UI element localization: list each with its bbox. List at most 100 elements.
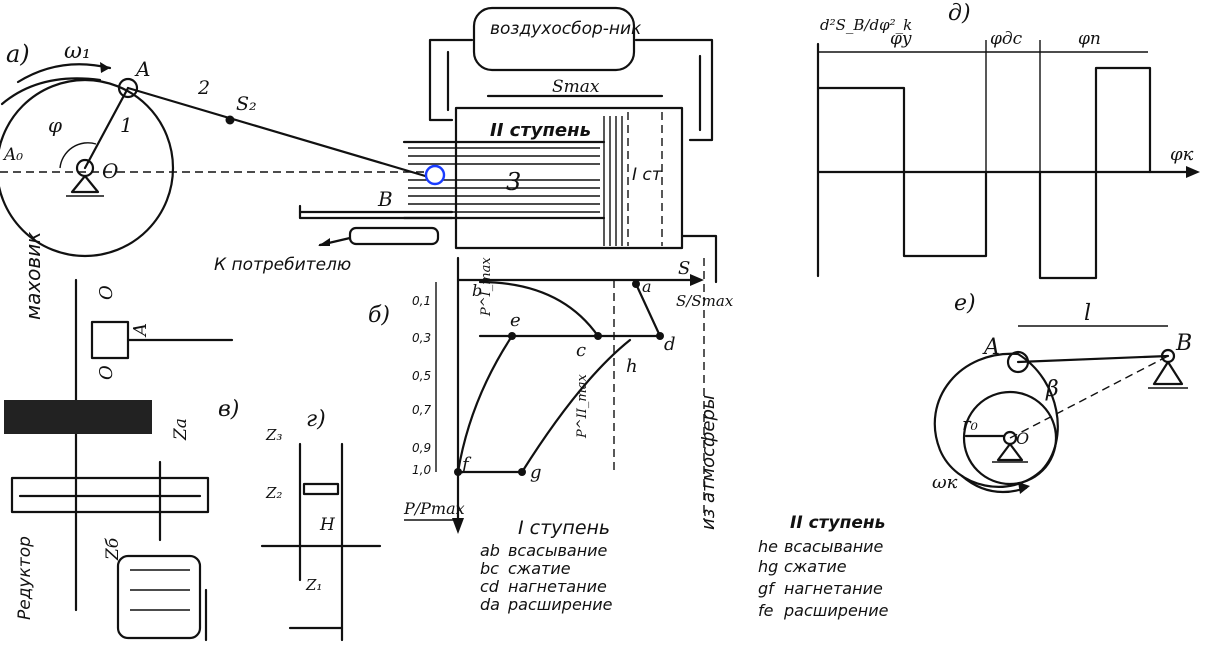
legend-2-code-0: he [758,537,778,556]
reducer-label: Редуктор [15,536,35,620]
y-tick-1: 0,3 [412,331,431,345]
panel-a-mechanism: а) ω₁ φ 1 A O A₀ 2 S₂ B [0,39,434,258]
legend-2-title: II ступень [790,513,885,533]
legend-2-code-2: gf [758,579,776,598]
point-e [508,332,516,340]
legend-stage-2: II ступень he всасывание hg сжатие gf на… [758,513,889,620]
z1-label: Z₁ [305,576,322,594]
s-axis-label: S [678,258,690,279]
cam-profile [933,352,1059,488]
compressor-cylinder: воздухосбор-ник Smax II ступень 3 I ст К… [214,6,718,284]
link-3-label: 3 [506,168,521,196]
diagram-points [454,280,664,476]
piston-pin-B [424,164,446,186]
phi-axis-arrowhead [1186,166,1200,178]
point-A-label: A [134,57,150,81]
l-label: l [1084,301,1091,326]
beta-label: β [1045,377,1059,402]
za-label: Zа [171,418,191,441]
panel-d-acceleration: д) d²S_B/dφ²_k φк φу φдс φп [816,1,1200,280]
point-c [594,332,602,340]
outlet-arrowhead [318,238,330,246]
point-B-label: B [377,187,393,211]
p-axis-label: P/Pmax [403,499,465,518]
p2max-label: P^II_max [575,374,590,439]
crank-A-block [90,320,130,360]
label-a: a [642,277,652,296]
point-B-cam-label: B [1175,331,1192,356]
stage-1-label: I ст [632,165,663,185]
atmosphere-label: из атмосферы [698,395,719,530]
legend-1-text-3: расширение [507,595,613,614]
accel-curve-upstroke [816,86,988,258]
phi-label: φ [48,113,62,137]
p-axis-arrowhead [452,518,464,534]
panel-v-tag: в) [218,397,239,422]
connecting-rod-2 [126,86,434,180]
bearing-O-upper: O [96,285,117,300]
point-a [632,280,640,288]
phi-u-label: φу [890,29,912,49]
crank-link-1 [83,86,130,170]
panel-e-cam: е) l A B β r₀ O ωк [932,291,1192,494]
y-tick-5: 1,0 [412,463,431,477]
acceleration-axis-label: d²S_B/dφ²_k [820,16,912,34]
to-consumer-label: К потребителю [214,255,351,275]
point-O-label: O [102,159,118,183]
link-1-label: 1 [120,113,133,137]
panel-v-drive: маховик A O O в) Редуктор Zа Zб [4,232,239,642]
inlet-pipe [680,234,718,284]
phi-angle-arc [59,142,97,169]
rotation-arrowhead [100,62,110,73]
cam-rotation-arrowhead [1018,482,1030,494]
carrier-block [302,482,340,496]
r0-label: r₀ [962,414,978,435]
legend-1-text-1: сжатие [508,559,571,578]
curve-ef [456,334,514,474]
z3-label: Z₃ [265,426,282,444]
panel-g-gear-train: г) Z₃ Z₂ Z₁ H [260,407,382,642]
s-ratio-label: S/Smax [676,292,734,310]
crank-A-label: A [130,323,151,338]
point-A-cam-label: A [982,335,1000,360]
point-O-cam-label: O [1016,429,1029,448]
pivot-O-support [70,174,100,194]
panel-b-tag: б) [368,303,390,328]
rotation-arrow-arc [16,63,112,84]
base-frame-lower [298,204,454,220]
legend-1-code-2: cd [480,577,500,596]
p1max-label: P^I_max [479,257,494,317]
z2-label: Z₂ [265,484,282,502]
point-g [518,468,526,476]
legend-2-text-1: сжатие [784,557,847,576]
point-d [656,332,664,340]
electric-motor [116,554,202,640]
panel-d-tag: д) [948,1,971,26]
y-tick-3: 0,7 [412,403,431,417]
crank-circle-rim [0,77,102,106]
legend-1-code-1: bc [480,559,499,578]
y-tick-0: 0,1 [412,294,431,308]
label-e: e [510,310,521,331]
air-collector-label: воздухосбор-ник [490,19,642,39]
legend-2-text-2: нагнетание [784,579,883,598]
smax-label: Smax [552,77,600,97]
pipe-left [428,38,474,122]
pipe-right [634,38,714,142]
y-tick-4: 0,9 [412,441,431,455]
joint-A [117,77,139,99]
legend-2-code-3: fe [758,601,774,620]
panel-b-indicator-diagram: б) S S/Smax 0,1 0,3 0,5 0,7 0,9 1,0 P/Pm… [368,257,734,534]
panel-e-tag: е) [954,291,976,316]
omega-k-label: ωк [932,472,958,493]
panel-a-tag: а) [6,40,30,68]
link-2-label: 2 [197,77,210,99]
point-A0-label: A₀ [2,145,23,165]
label-g: g [530,462,542,483]
flywheel-disk [4,400,152,434]
base-circle [962,390,1058,486]
legend-2-code-1: hg [758,557,778,576]
omega1-label: ω₁ [64,39,91,64]
legend-1-text-2: нагнетание [508,577,607,596]
